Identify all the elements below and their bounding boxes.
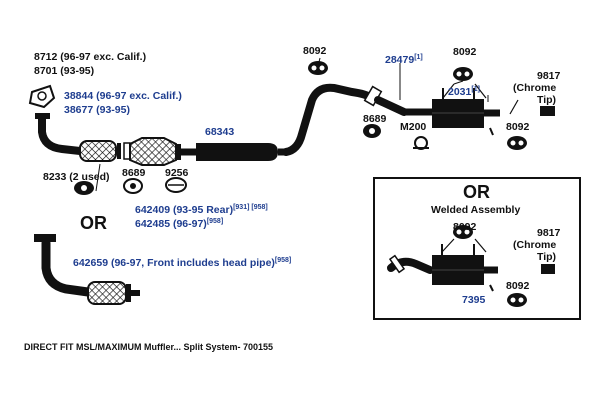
label-8701: 8701 (93-95) (34, 65, 95, 77)
label-28479-note: [1] (414, 54, 423, 61)
clamp-9256 (165, 177, 187, 193)
label-9817-line3: Tip) (537, 94, 557, 106)
label-28479: 28479[1] (385, 52, 423, 66)
label-9256: 9256 (165, 167, 189, 179)
alt-or-left: OR (80, 213, 107, 233)
hanger-arrows (442, 83, 519, 115)
label-68343: 68343 (205, 126, 235, 138)
label-642659-text: 642659 (96-97, Front includes head pipe) (73, 257, 275, 269)
head-pipe (35, 113, 84, 155)
welded-assembly-art (387, 225, 555, 307)
welded-label-9817-line1: 9817 (537, 227, 561, 239)
label-642659-note: [958] (274, 257, 292, 264)
head-flange-gasket (28, 84, 56, 109)
welded-label-8092-top: 8092 (453, 221, 477, 233)
leader-lines (95, 57, 489, 192)
label-642409-notes: [931] [958] (233, 204, 268, 211)
label-642409-text: 642409 (93-95 Rear) (135, 204, 234, 216)
rubber-hanger-mid (308, 61, 328, 75)
label-38844: 38844 (96-97 exc. Calif.) (64, 90, 182, 102)
welded-label-7395: 7395 (462, 294, 486, 306)
welded-label-9817-line3: Tip) (537, 251, 557, 263)
flex-pipe (79, 140, 121, 162)
alt-front-converter (34, 234, 140, 305)
welded-or-label: OR (463, 182, 490, 202)
gasket-8689-right (363, 124, 381, 138)
rubber-hanger-top (453, 67, 473, 81)
label-28479-text: 28479 (385, 54, 415, 66)
label-38677: 38677 (93-95) (64, 104, 130, 116)
label-2031-text: 2031 (448, 86, 472, 98)
label-642485-note: [958] (206, 218, 224, 225)
label-9817-line1: 9817 (537, 70, 561, 82)
catalytic-converter (123, 137, 181, 166)
label-9817-line2: (Chrome (513, 82, 557, 94)
label-642409: 642409 (93-95 Rear)[931] [958] (135, 202, 268, 216)
welded-label-9817-line2: (Chrome (513, 239, 557, 251)
label-8233: 8233 (2 used) (43, 171, 110, 183)
gasket-8233 (74, 181, 94, 195)
muffler-2031 (432, 88, 500, 136)
rubber-hanger-right (507, 136, 527, 150)
clamp-m200 (413, 136, 429, 150)
intermediate-pipe (181, 143, 288, 161)
label-8712: 8712 (96-97 exc. Calif.) (34, 51, 147, 63)
label-8689-left: 8689 (122, 167, 146, 179)
label-8689-right: 8689 (363, 113, 387, 125)
gasket-8689-left (123, 178, 143, 194)
diagram-caption: DIRECT FIT MSL/MAXIMUM Muffler... Split … (24, 342, 274, 352)
label-642659: 642659 (96-97, Front includes head pipe)… (73, 255, 291, 269)
over-axle-pipe (282, 83, 432, 156)
label-642485: 642485 (96-97)[958] (135, 216, 223, 230)
chrome-tip (540, 106, 555, 116)
label-8092-right: 8092 (506, 121, 530, 133)
label-8092-mid: 8092 (303, 45, 327, 57)
label-642485-text: 642485 (96-97) (135, 218, 207, 230)
label-2031: 2031[1] (448, 84, 480, 98)
label-8092-top: 8092 (453, 46, 477, 58)
welded-assembly-box (373, 177, 581, 320)
label-m200: M200 (400, 121, 427, 133)
label-2031-note: [1] (471, 86, 480, 93)
welded-label-8092-bottom: 8092 (506, 280, 530, 292)
welded-title: Welded Assembly (431, 204, 521, 216)
